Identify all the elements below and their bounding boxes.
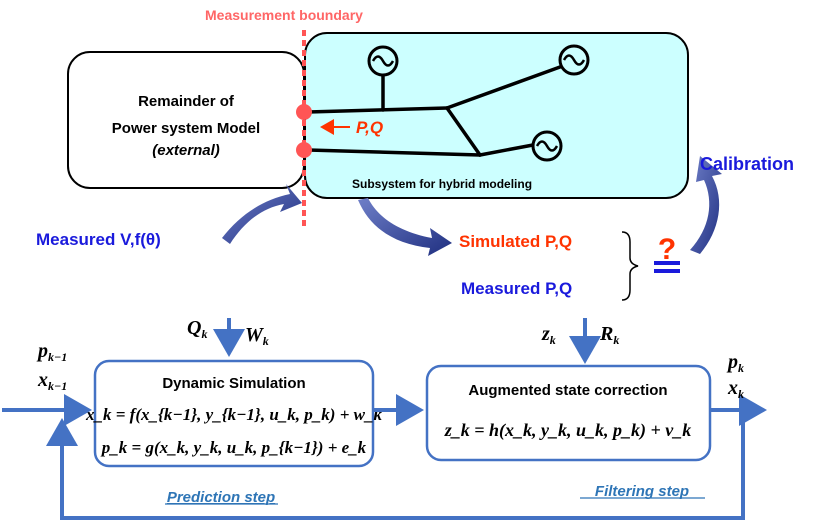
feedback-loop-arrow <box>46 410 745 520</box>
interface-dot-upper <box>296 104 312 120</box>
measured-vf-curved-arrow <box>222 184 302 244</box>
measured-pq-label: Measured P,Q <box>461 279 572 298</box>
calibration-label: Calibration <box>700 154 794 174</box>
filtering-box <box>425 364 712 462</box>
filtering-step-label: Filtering step <box>595 483 689 500</box>
filtering-eq1: z_k = h(x_k, y_k, u_k, p_k) + v_k <box>444 420 692 441</box>
equals-bar-top <box>654 261 680 265</box>
output-p-label: pk <box>726 351 744 375</box>
prediction-box <box>93 359 375 468</box>
r-label: Rk <box>599 323 619 347</box>
z-label: zk <box>541 323 556 347</box>
simulated-curved-arrow <box>358 198 452 256</box>
input-x-label: xk−1 <box>37 369 67 393</box>
prediction-box-title: Dynamic Simulation <box>162 375 305 392</box>
interface-pq-label: P,Q <box>356 118 383 137</box>
generator-icon-1 <box>367 45 399 77</box>
measured-vf-label: Measured V,f(θ) <box>36 230 161 249</box>
interface-dot-lower <box>296 142 312 158</box>
network-lines <box>306 65 562 157</box>
external-box-line2: Power system Model <box>112 120 260 137</box>
prediction-step-label: Prediction step <box>167 489 275 506</box>
prediction-eq2: p_k = g(x_k, y_k, u_k, p_{k−1}) + e_k <box>100 438 367 457</box>
equals-bar-bottom <box>654 269 680 273</box>
comparison-brace <box>621 231 639 301</box>
subsystem-box <box>304 32 689 199</box>
q-label: Qk <box>187 317 207 341</box>
external-box-line1: Remainder of <box>138 93 235 110</box>
external-box-line3: (external) <box>152 142 220 159</box>
calibration-curved-arrow <box>690 156 722 254</box>
subsystem-label: Subsystem for hybrid modeling <box>352 177 532 191</box>
simulated-pq-label: Simulated P,Q <box>459 232 572 251</box>
question-mark: ? <box>658 233 676 266</box>
input-p-label: pk−1 <box>36 340 67 364</box>
generator-icon-3 <box>531 130 563 162</box>
w-label: Wk <box>245 324 269 348</box>
measurement-boundary-label: Measurement boundary <box>205 7 363 23</box>
generator-icon-2 <box>558 44 590 76</box>
filtering-box-title: Augmented state correction <box>468 382 667 399</box>
output-x-label: xk <box>727 377 744 401</box>
prediction-eq1: x_k = f(x_{k−1}, y_{k−1}, u_k, p_k) + w_… <box>85 405 382 424</box>
